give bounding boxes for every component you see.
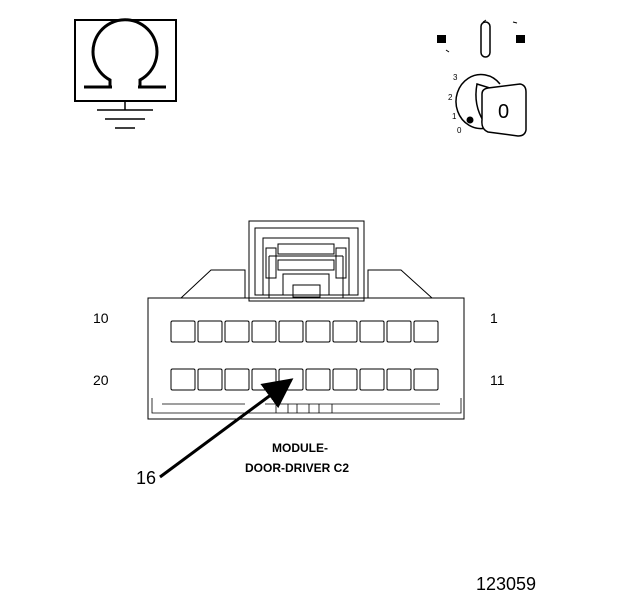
key-position-3: 3 — [453, 73, 458, 82]
callout-arrow — [159, 378, 294, 479]
pin-cavity-12 — [386, 368, 412, 391]
pin-cavity-19 — [197, 368, 223, 391]
pin-cavity-2 — [386, 320, 412, 343]
figure-id: 123059 — [476, 574, 536, 594]
pin-cavity-7 — [251, 320, 277, 343]
pin-cavity-20 — [170, 368, 196, 391]
key-digit-label: 0 — [498, 101, 509, 123]
ohm-ground-icon — [74, 18, 177, 129]
connector-title-line2: DOOR-DRIVER C2 — [245, 461, 349, 475]
pin-cavity-8 — [224, 320, 250, 343]
pin-cavity-4 — [332, 320, 358, 343]
connector-pins — [170, 320, 439, 391]
connector-c2 — [147, 220, 465, 420]
pin-label-11: 11 — [490, 372, 505, 388]
pin-cavity-1 — [413, 320, 439, 343]
pin-cavity-13 — [359, 368, 385, 391]
connector-title-line1: MODULE- — [272, 441, 328, 455]
pin-cavity-15 — [305, 368, 331, 391]
pin-cavity-18 — [224, 368, 250, 391]
pin-cavity-5 — [305, 320, 331, 343]
key-position-2: 2 — [448, 93, 453, 102]
key-position-0: 0 — [457, 126, 462, 135]
pin-label-1: 1 — [490, 310, 498, 326]
pin-cavity-9 — [197, 320, 223, 343]
key-position-1: 1 — [452, 112, 457, 121]
pin-cavity-10 — [170, 320, 196, 343]
pin-cavity-17 — [251, 368, 277, 391]
pin-cavity-6 — [278, 320, 304, 343]
pin-cavity-14 — [332, 368, 358, 391]
pin-label-10: 10 — [93, 310, 109, 326]
pin-cavity-3 — [359, 320, 385, 343]
ignition-key-icon: 3 2 1 0 0 — [437, 19, 527, 137]
callout-label: 16 — [136, 468, 156, 488]
pin-cavity-11 — [413, 368, 439, 391]
pin-label-20: 20 — [93, 372, 109, 388]
